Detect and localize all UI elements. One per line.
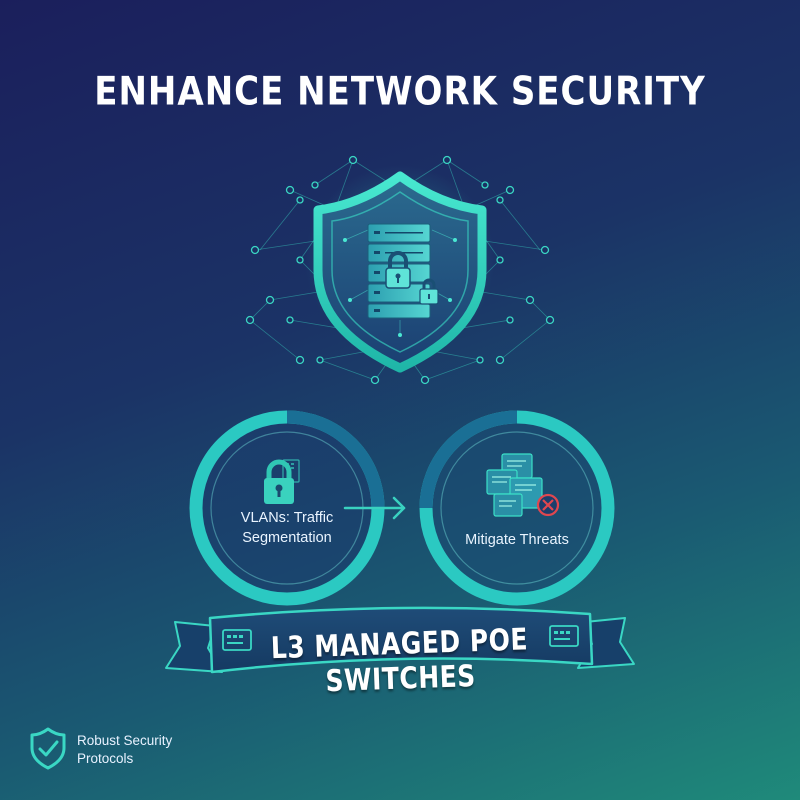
vlan-label-line2: Segmentation <box>242 530 332 546</box>
server-padlock-icon <box>385 251 411 289</box>
footer-line1: Robust Security <box>77 733 173 748</box>
footer-line2: Protocols <box>77 751 134 766</box>
banner-title: L3 MANAGED POE SWITCHES <box>270 621 529 699</box>
threat-documents-icon <box>486 453 543 517</box>
switch-right-icon <box>549 625 579 647</box>
shield-check-icon <box>30 727 66 770</box>
vlan-segmentation-label: VLANs: Traffic Segmentation <box>207 508 367 548</box>
small-padlock-icon <box>419 278 439 305</box>
vlan-label-line1: VLANs: Traffic <box>240 510 334 526</box>
mitigate-threats-label: Mitigate Threats <box>465 532 569 548</box>
padlock-icon <box>264 459 300 504</box>
threat-blocked-icon <box>536 493 560 517</box>
ribbon-banner <box>165 606 635 674</box>
switch-left-icon <box>222 629 252 651</box>
arrow-right-icon <box>343 496 406 520</box>
page-title: ENHANCE NETWORK SECURITY <box>94 69 706 115</box>
footer-caption: Robust Security Protocols <box>77 732 172 768</box>
